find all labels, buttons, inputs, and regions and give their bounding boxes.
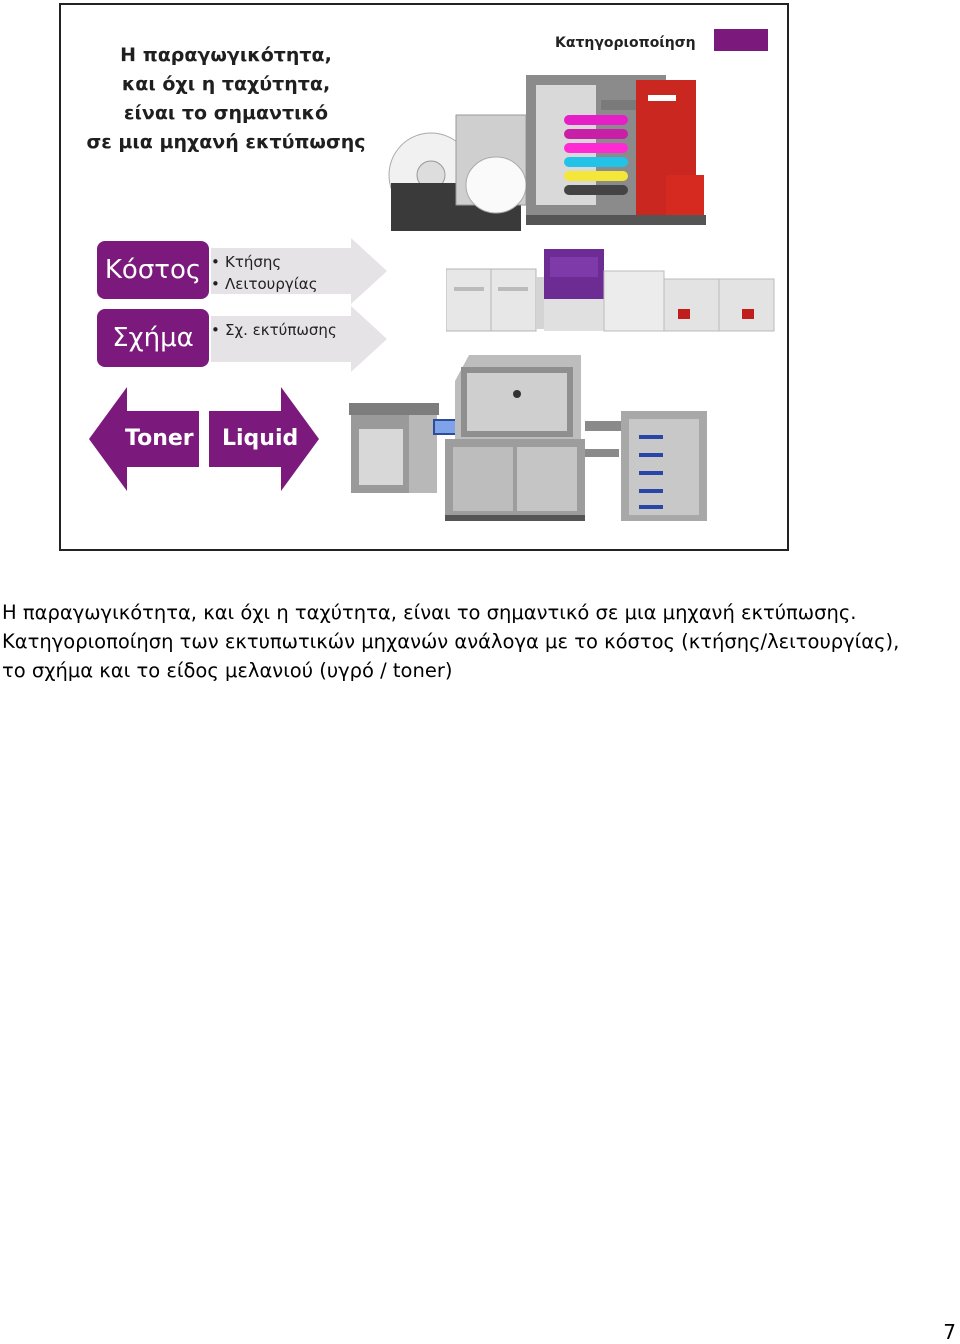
toner-arrow-shape (89, 387, 199, 491)
slide-title-line: Η παραγωγικότητα, (120, 44, 332, 66)
category-label: Κατηγοριοποίηση (555, 35, 696, 51)
category-color-swatch (714, 29, 768, 51)
web-press-illustration (388, 75, 706, 231)
production-printer-line-illustration (446, 249, 775, 332)
shape-label: Σχήμα (97, 309, 209, 367)
liquid-label: Liquid (222, 426, 299, 451)
cost-bullets: Κτήσης Λειτουργίας (211, 251, 318, 295)
cost-bullet-item: Κτήσης (211, 251, 318, 273)
slide-title-line: και όχι η ταχύτητα, (121, 73, 331, 95)
shape-bullets: Σχ. εκτύπωσης (211, 319, 337, 341)
slide-image: Η παραγωγικότητα, και όχι η ταχύτητα, εί… (59, 3, 789, 551)
liquid-press-illustration (349, 355, 707, 521)
slide-title-line: σε μια μηχανή εκτύπωσης (86, 131, 366, 153)
page-number: 7 (943, 1320, 956, 1344)
cost-label: Κόστος (97, 241, 209, 299)
slide-title-line: είναι το σημαντικό (123, 102, 329, 124)
shape-bullet-item: Σχ. εκτύπωσης (211, 319, 337, 341)
slide-title: Η παραγωγικότητα, και όχι η ταχύτητα, εί… (81, 41, 371, 157)
toner-label: Toner (125, 426, 194, 451)
slide-caption: Η παραγωγικότητα, και όχι η ταχύτητα, εί… (2, 601, 900, 682)
cost-bullet-item: Λειτουργίας (211, 273, 318, 295)
liquid-arrow-shape (209, 387, 319, 491)
